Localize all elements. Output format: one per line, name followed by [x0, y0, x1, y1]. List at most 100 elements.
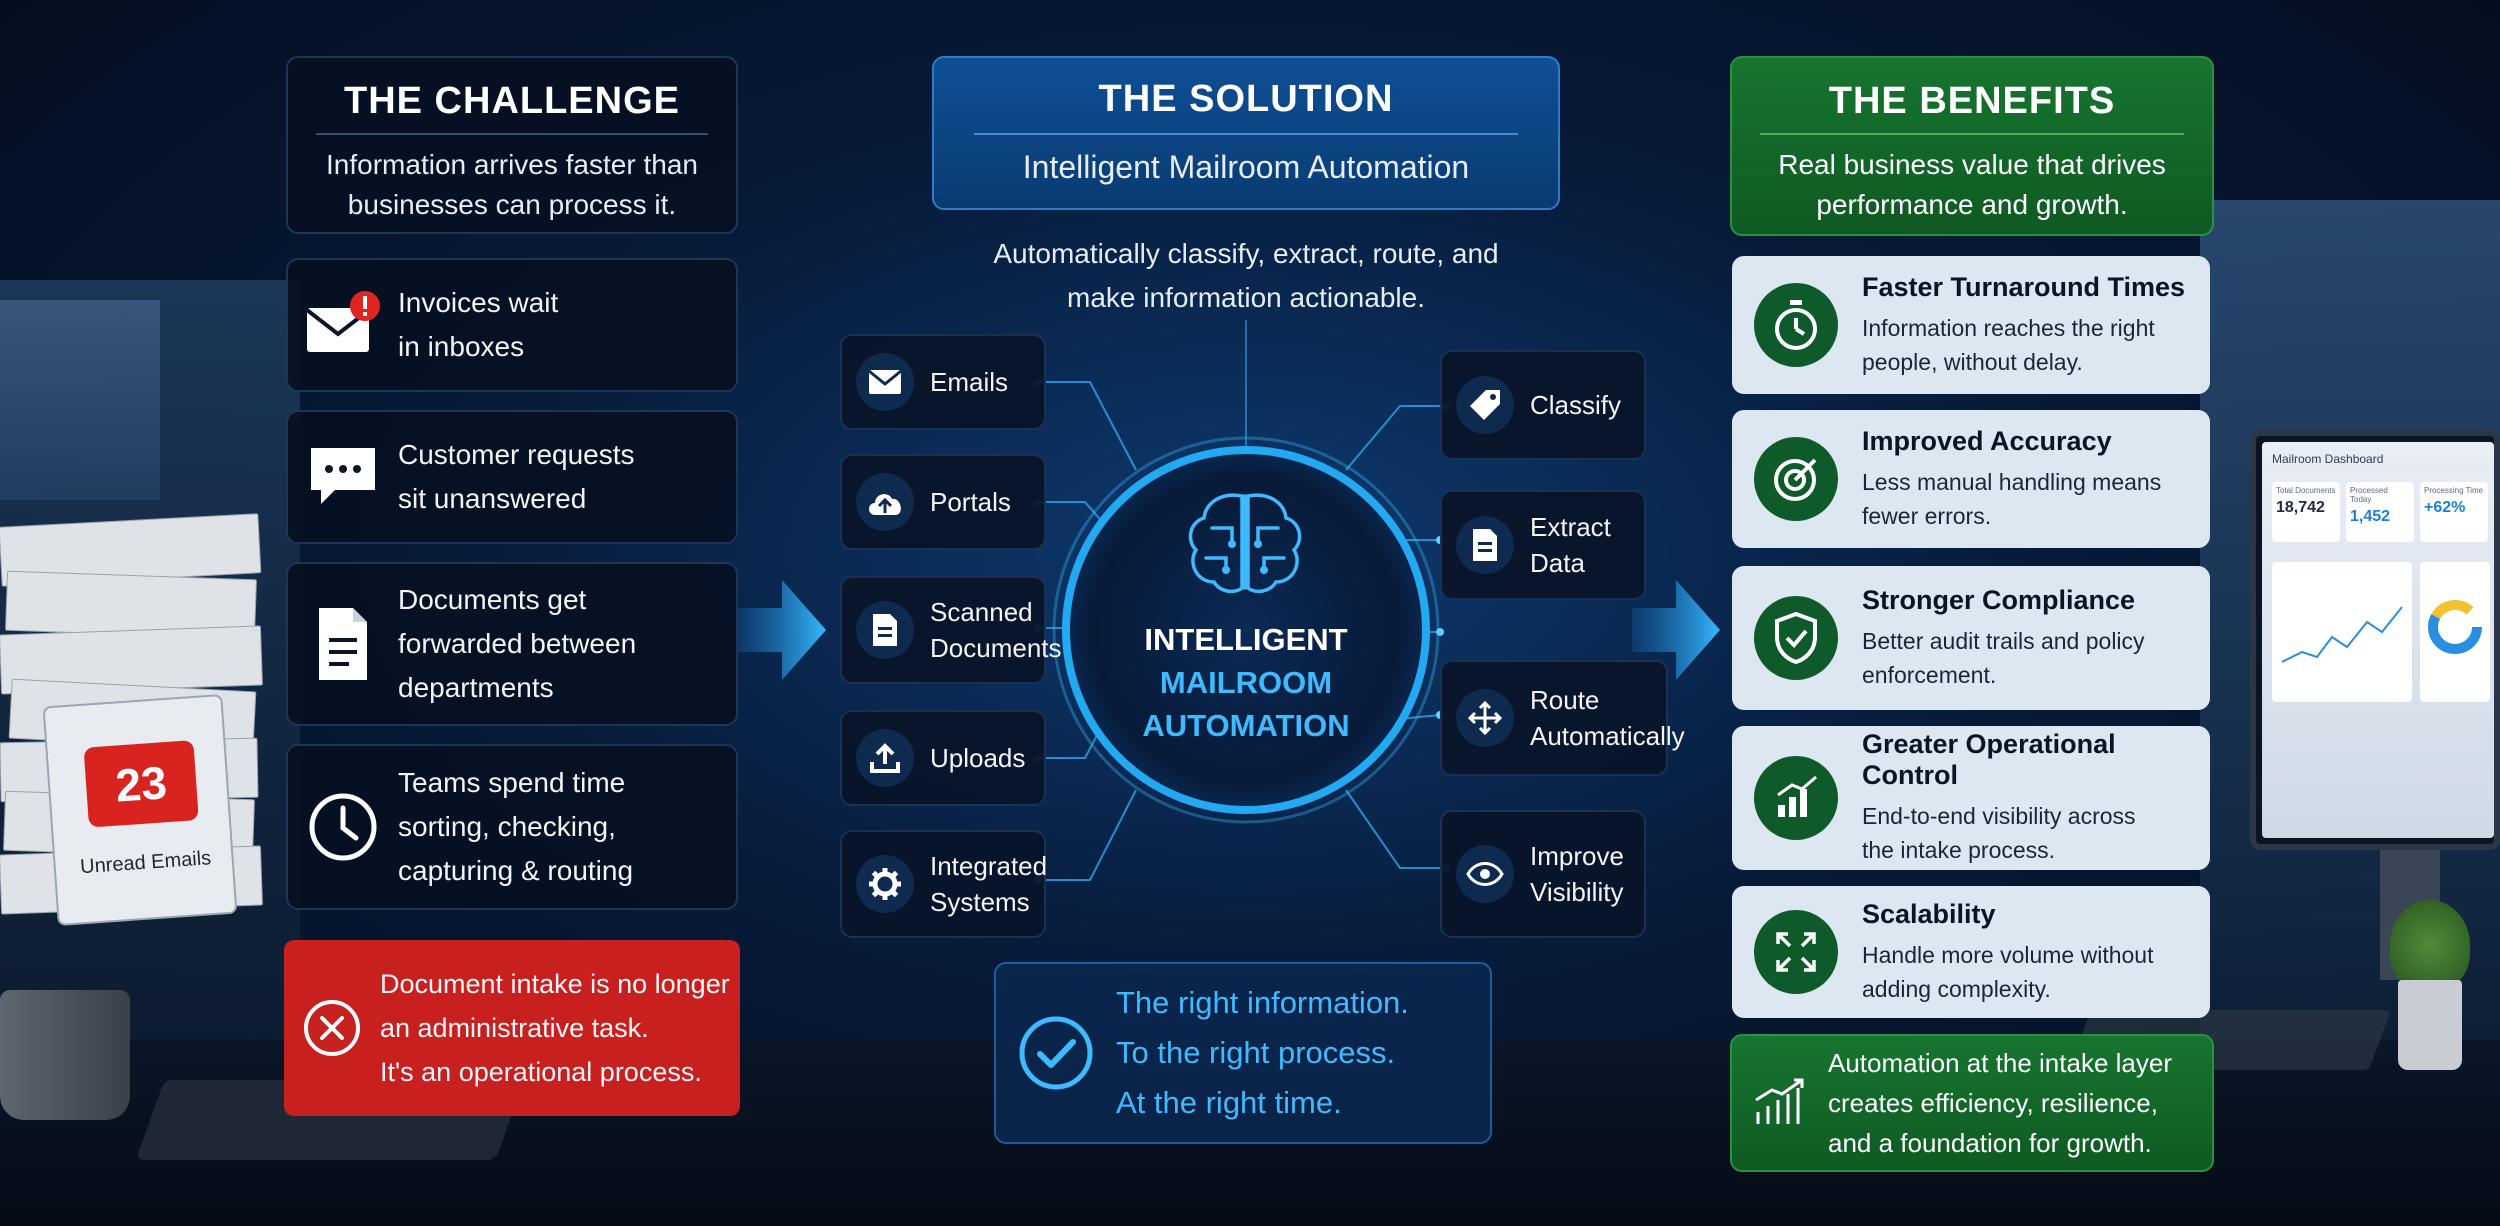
core-line2: MAILROOM	[1159, 665, 1333, 700]
source-integrated-systems: Integrated Systems	[840, 830, 1048, 938]
clock-icon	[288, 790, 398, 864]
check-circle-icon	[996, 1013, 1116, 1093]
challenge-text-line2: forwarded between	[398, 628, 637, 659]
dashboard-monitor: Mailroom Dashboard Total Documents 18,74…	[2250, 430, 2500, 850]
source-label-line1: Integrated	[930, 851, 1048, 881]
stat-value: +62%	[2424, 499, 2466, 516]
solution-desc-line2: make information actionable.	[1067, 282, 1425, 313]
notification-badge: 23	[83, 740, 199, 828]
footer-line2: creates efficiency, resilience,	[1828, 1088, 2158, 1118]
benefit-desc-line2: the intake process.	[1862, 837, 2056, 863]
source-label-line1: Scanned	[930, 597, 1033, 627]
arrow-right-icon	[1632, 580, 1720, 680]
benefit-desc-line1: Less manual handling means	[1862, 468, 2162, 495]
stat-value: 18,742	[2276, 499, 2325, 516]
action-label-line2: Data	[1530, 548, 1585, 578]
challenge-title: THE CHALLENGE	[344, 80, 680, 122]
monitor-screen: Mailroom Dashboard Total Documents 18,74…	[2262, 442, 2494, 838]
benefit-desc-line2: adding complexity.	[1862, 975, 2051, 1002]
action-label-line2: Automatically	[1530, 721, 1685, 751]
solution-subtitle: Intelligent Mailroom Automation	[1022, 149, 1470, 185]
tag-icon	[1456, 376, 1514, 434]
tagline-line3: At the right time.	[1116, 1085, 1342, 1120]
benefit-title: Improved Accuracy	[1862, 425, 2112, 456]
source-emails: Emails	[840, 334, 1046, 430]
core-label: INTELLIGENT MAILROOM AUTOMATION	[1096, 618, 1396, 747]
solution-desc-line1: Automatically classify, extract, route, …	[993, 238, 1499, 269]
stat-label: Processed Today	[2350, 486, 2388, 504]
envelope-icon	[856, 353, 914, 411]
document-icon	[1456, 516, 1514, 574]
action-label-line1: Route	[1530, 685, 1600, 715]
action-route-automatically: Route Automatically	[1440, 660, 1685, 776]
solution-description: Automatically classify, extract, route, …	[932, 232, 1560, 320]
alert-line3: It's an operational process.	[380, 1057, 702, 1087]
monitor-title: Mailroom Dashboard	[2272, 452, 2384, 466]
benefits-title: THE BENEFITS	[1828, 80, 2116, 122]
benefit-faster-turnaround: Faster Turnaround Times Information reac…	[1732, 256, 2210, 394]
divider	[1760, 133, 2184, 135]
challenge-item-teams: Teams spend time sorting, checking, capt…	[286, 744, 738, 910]
stat-card-total: Total Documents 18,742	[2272, 482, 2340, 542]
benefit-desc-line2: fewer errors.	[1862, 502, 1992, 529]
action-label-line1: Improve	[1530, 841, 1624, 871]
challenge-subtitle-line1: Information arrives faster than	[326, 149, 698, 180]
benefits-subtitle-line2: performance and growth.	[1816, 189, 2128, 220]
stat-card-processed: Processed Today 1,452	[2346, 482, 2414, 542]
action-label-line1: Extract	[1530, 512, 1611, 542]
benefit-title: Scalability	[1862, 898, 1996, 929]
tagline-line1: The right information.	[1116, 985, 1409, 1020]
benefit-stronger-compliance: Stronger Compliance Better audit trails …	[1732, 566, 2210, 710]
envelope-alert-icon	[288, 290, 398, 360]
cloud-upload-icon	[856, 473, 914, 531]
challenge-text-line2: sorting, checking,	[398, 811, 616, 842]
source-scanned-documents: Scanned Documents	[840, 576, 1062, 684]
solution-tagline: The right information. To the right proc…	[994, 962, 1492, 1144]
challenge-text-line1: Customer requests	[398, 439, 635, 470]
background-window	[0, 300, 160, 500]
action-extract-data: Extract Data	[1440, 490, 1646, 600]
challenge-text-line1: Teams spend time	[398, 767, 626, 798]
brain-circuit-icon	[1188, 493, 1302, 594]
challenge-item-documents: Documents get forwarded between departme…	[286, 562, 738, 726]
challenge-text-line2: in inboxes	[398, 331, 525, 362]
stat-value: 1,452	[2350, 508, 2391, 525]
source-label: Emails	[930, 367, 1009, 397]
challenge-text-line1: Invoices wait	[398, 287, 559, 318]
document-icon	[856, 601, 914, 659]
challenge-text-line3: departments	[398, 672, 554, 703]
stat-card-time: Processing Time +62%	[2420, 482, 2488, 542]
solution-header: THE SOLUTION Intelligent Mailroom Automa…	[932, 56, 1560, 210]
source-uploads: Uploads	[840, 710, 1046, 806]
notification-label: Unread Emails	[79, 847, 212, 879]
bar-chart-icon	[1754, 756, 1838, 840]
benefits-subtitle-line1: Real business value that drives	[1778, 149, 2166, 180]
source-portals: Portals	[840, 454, 1046, 550]
benefit-title: Stronger Compliance	[1862, 584, 2136, 615]
upload-icon	[856, 729, 914, 787]
benefit-desc-line2: enforcement.	[1862, 661, 1997, 688]
source-label-line2: Systems	[930, 887, 1030, 917]
challenge-text-line3: capturing & routing	[398, 855, 634, 886]
source-label: Portals	[930, 487, 1011, 517]
target-icon	[1754, 437, 1838, 521]
arrow-right-icon	[738, 580, 826, 680]
core-line1: INTELLIGENT	[1144, 622, 1348, 657]
challenge-alert: Document intake is no longer an administ…	[284, 940, 740, 1116]
expand-icon	[1754, 910, 1838, 994]
footer-line1: Automation at the intake layer	[1828, 1048, 2172, 1078]
benefit-title: Greater Operational Control	[1862, 729, 2116, 790]
action-label-line2: Visibility	[1530, 877, 1624, 907]
solution-connectors	[1034, 320, 1450, 884]
core-line3: AUTOMATION	[1142, 708, 1350, 743]
benefit-improved-accuracy: Improved Accuracy Less manual handling m…	[1732, 410, 2210, 548]
benefit-desc-line1: Handle more volume without	[1862, 941, 2154, 968]
tagline-line2: To the right process.	[1116, 1035, 1396, 1070]
eye-icon	[1456, 845, 1514, 903]
challenge-text-line2: sit unanswered	[398, 483, 587, 514]
document-icon	[288, 604, 398, 684]
divider	[974, 133, 1518, 135]
benefits-footer: Automation at the intake layer creates e…	[1730, 1034, 2214, 1172]
benefit-desc-line1: Better audit trails and policy	[1862, 627, 2145, 654]
benefit-desc-line2: people, without delay.	[1862, 348, 2083, 375]
